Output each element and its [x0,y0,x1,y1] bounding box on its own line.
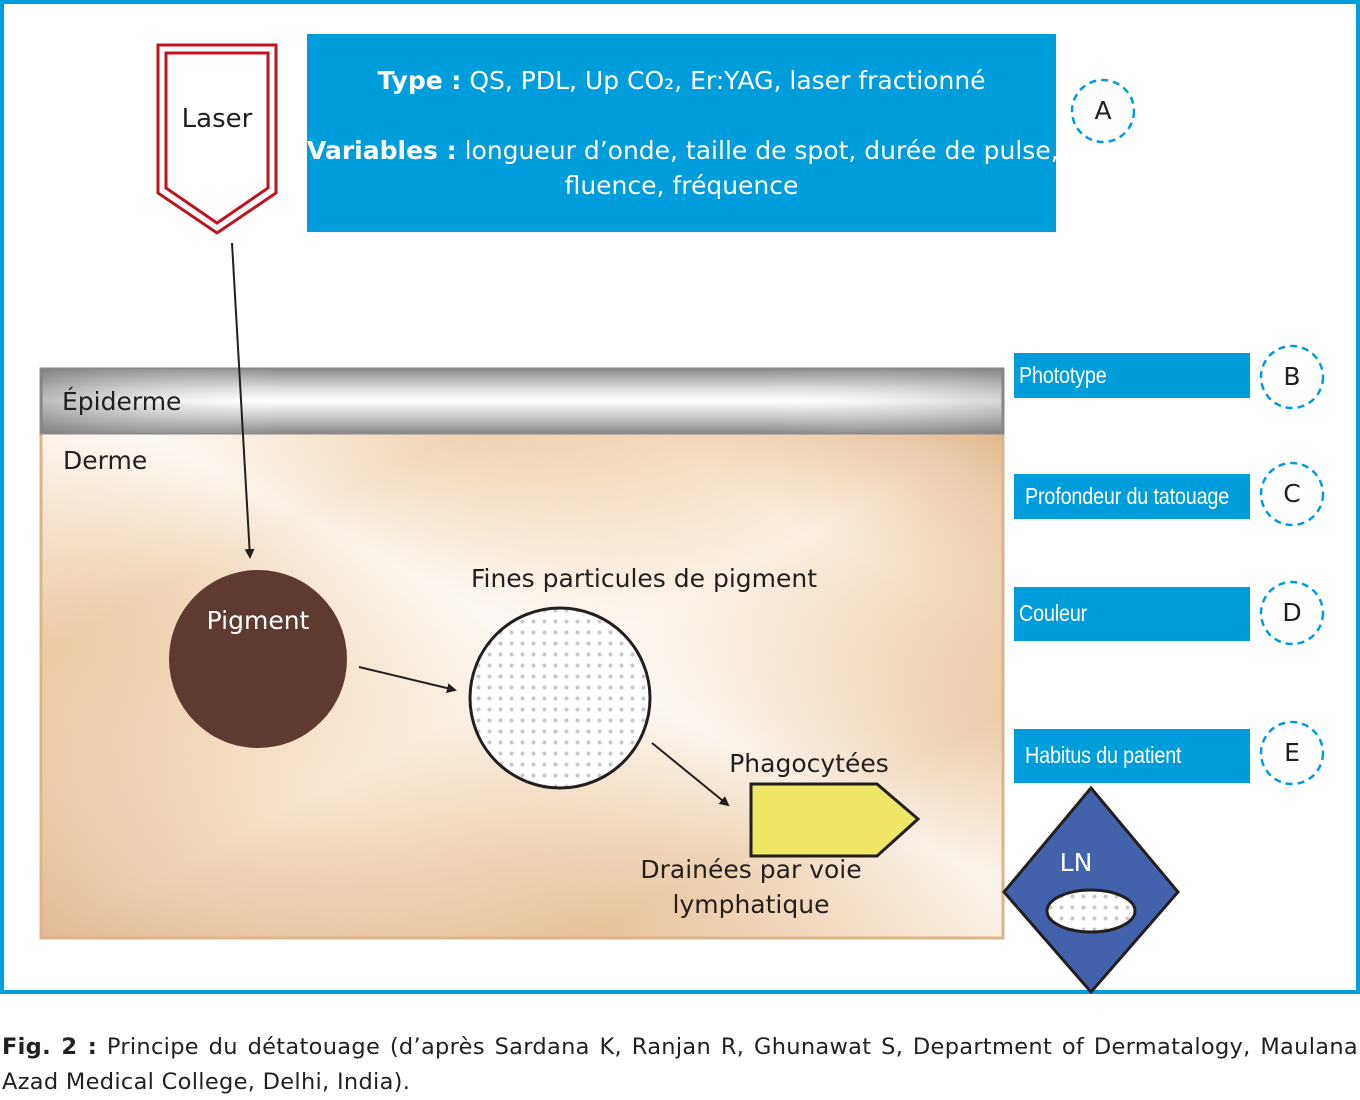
variables-value-line1: longueur d’onde, taille de spot, durée d… [464,136,1059,165]
marker-circle-b [1259,344,1325,410]
factor-label-phototype: Phototype [1019,362,1107,388]
phagocyte-shape [749,782,921,858]
lymph-node-diamond [1002,785,1180,995]
marker-c: C [1283,479,1301,508]
variables-line: Variables : longueur d’onde, taille de s… [307,136,1059,165]
factor-label-color: Couleur [1019,600,1088,626]
factor-box-color: Couleur [1014,587,1250,641]
factor-box-habitus: Habitus du patient [1014,729,1250,783]
epidermis-label: Épiderme [62,387,182,416]
phagocytosis-arrow [651,742,730,807]
laser-shield [156,43,278,235]
factor-box-phototype: Phototype [1014,353,1250,398]
laser-beam-arrow [231,242,255,559]
drained-label-line2: lymphatique [672,890,830,919]
marker-circle-c [1259,461,1325,527]
marker-e: E [1284,738,1300,767]
phagocytosed-label: Phagocytées [729,749,889,778]
laser-label: Laser [181,104,253,134]
caption-text: Principe du détatouage (d’après Sardana … [2,1034,1358,1095]
factor-label-depth: Profondeur du tatouage [1025,483,1230,509]
pigment-label: Pigment [206,606,310,635]
fine-particles-label: Fines particules de pigment [470,564,818,593]
type-value: QS, PDL, Up CO₂, Er:YAG, laser fractionn… [469,66,986,95]
type-label: Type : [377,66,462,95]
fragmentation-arrow [358,666,457,693]
dermis-label: Derme [63,446,148,475]
factor-label-habitus: Habitus du patient [1025,742,1182,768]
drained-label-line1: Drainées par voie [640,855,862,884]
marker-circle-a [1070,78,1136,144]
marker-a: A [1094,96,1112,125]
marker-circle-e [1259,720,1325,786]
marker-b: B [1283,362,1301,391]
lymph-node-label: LN [1059,848,1093,877]
type-line: Type : QS, PDL, Up CO₂, Er:YAG, laser fr… [307,66,1056,95]
fine-particles-circle [468,606,652,790]
figure-caption: Fig. 2 : Principe du détatouage (d’après… [2,1030,1358,1100]
marker-d: D [1282,598,1302,627]
marker-circle-d [1259,580,1325,646]
laser-parameters-box: Type : QS, PDL, Up CO₂, Er:YAG, laser fr… [307,34,1059,232]
variables-label: Variables : [307,136,457,165]
factor-box-depth: Profondeur du tatouage [1014,474,1250,519]
variables-value-line2: fluence, fréquence [564,171,799,200]
epidermis-layer [39,367,1005,435]
pigment-circle [169,570,347,748]
caption-prefix: Fig. 2 : [2,1034,98,1060]
